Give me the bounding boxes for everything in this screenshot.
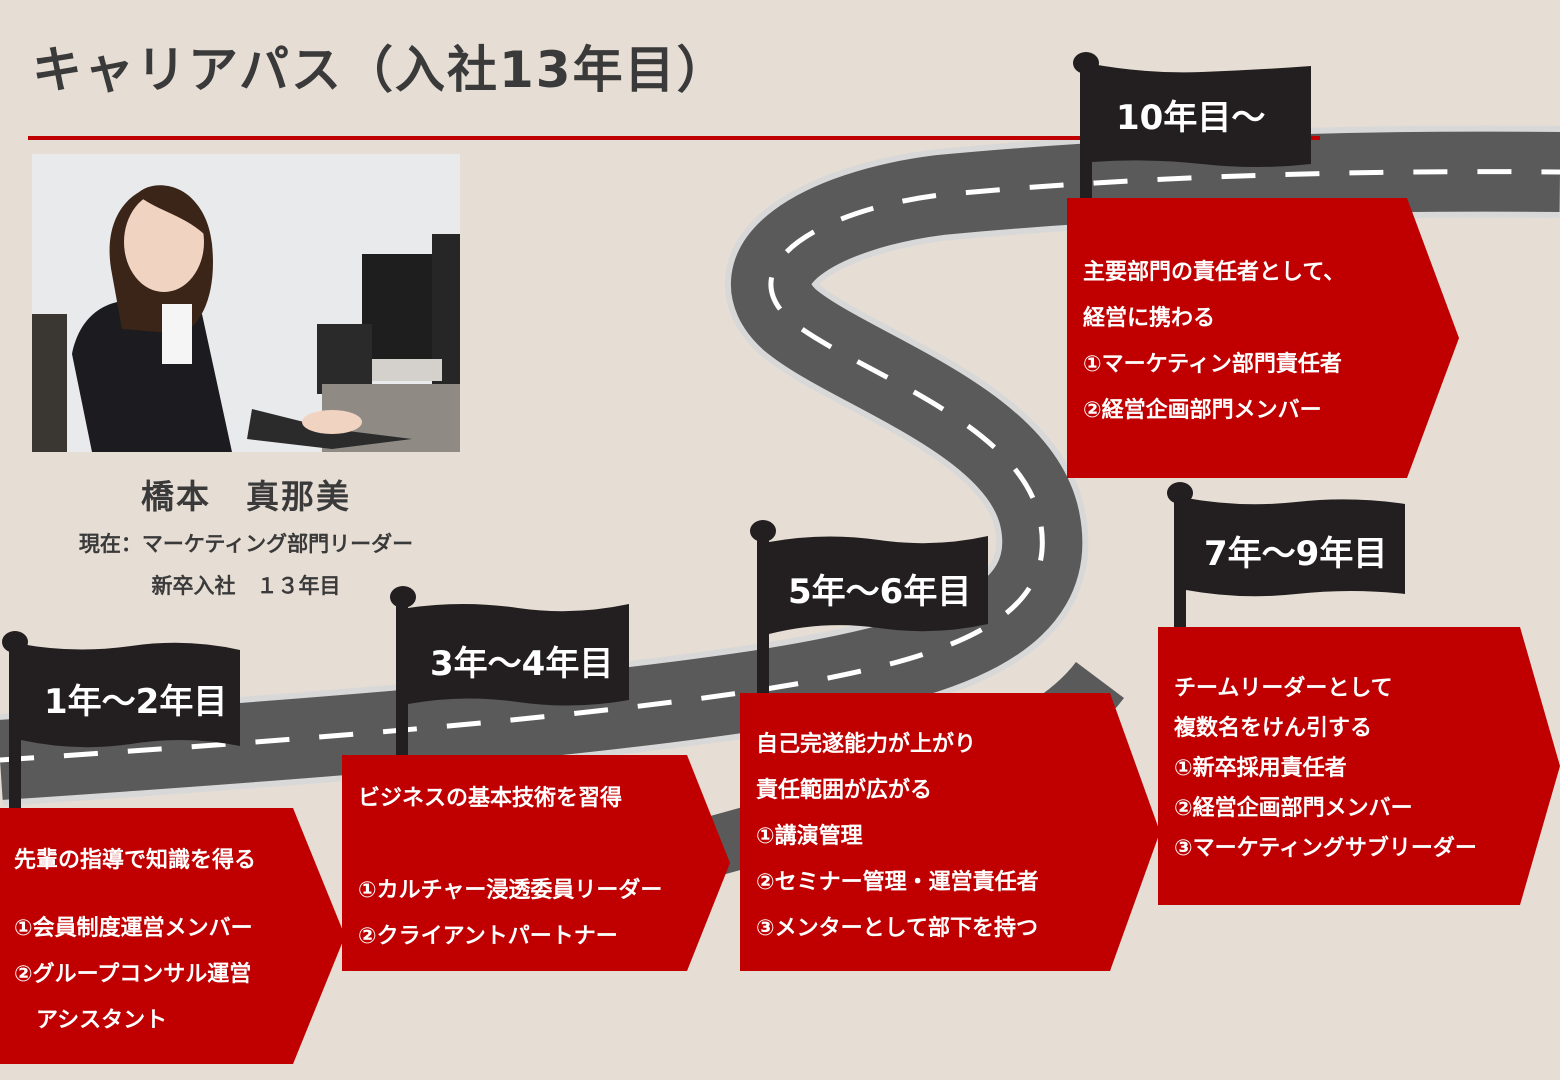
stage-3-flag-label: 5年～6年目 bbox=[788, 572, 972, 612]
flag-icon bbox=[21, 642, 240, 748]
stage-2-flag-label: 3年～4年目 bbox=[430, 644, 614, 684]
stage-2-line: ビジネスの基本技術を習得 bbox=[358, 786, 623, 811]
stage-4-flag-label: 7年～9年目 bbox=[1204, 534, 1388, 574]
stage-3-line: ③メンターとして部下を持つ bbox=[756, 916, 1038, 941]
stage-3-line: 責任範囲が広がる bbox=[756, 778, 933, 803]
stage-4-line: ②経営企画部門メンバー bbox=[1174, 796, 1413, 821]
stage-4-line: チームリーダーとして bbox=[1174, 676, 1393, 701]
stage-4-box-shape bbox=[1158, 627, 1560, 905]
flag-pole-knob-stage-2 bbox=[390, 586, 416, 608]
stage-3-text: 自己完遂能力が上がり 責任範囲が広がる ①講演管理 ②セミナー管理・運営責任者 … bbox=[756, 734, 1039, 940]
flag-pole-stage-1 bbox=[9, 640, 21, 810]
stage-2-text: ビジネスの基本技術を習得 ①カルチャー浸透委員リーダー ②クライアントパートナー bbox=[358, 788, 662, 948]
stage-1-line: 先輩の指導で知識を得る bbox=[14, 848, 257, 873]
office-worker-illustration bbox=[32, 154, 460, 452]
flag-icon bbox=[1092, 64, 1311, 167]
stage-3-line: ①講演管理 bbox=[756, 824, 863, 849]
flag-icon bbox=[769, 536, 988, 634]
stage-2-box-shape bbox=[342, 755, 730, 971]
stage-5-flag-label: 10年目～ bbox=[1116, 98, 1266, 138]
flag-pole-stage-4 bbox=[1174, 492, 1186, 628]
stage-5-line: ①マーケティン部門責任者 bbox=[1083, 352, 1342, 377]
stage-4-line: ①新卒採用責任者 bbox=[1174, 756, 1347, 781]
stage-3-line: ②セミナー管理・運営責任者 bbox=[756, 870, 1039, 895]
stage-1-line: ②グループコンサル運営 bbox=[14, 962, 252, 987]
profile-role: 現在：マーケティング部門リーダー bbox=[78, 532, 414, 556]
flag-pole-knob-stage-3 bbox=[750, 520, 776, 542]
flag-icon bbox=[408, 604, 629, 706]
profile-years: 新卒入社 １３年目 bbox=[151, 574, 341, 598]
stage-2-line: ①カルチャー浸透委員リーダー bbox=[358, 878, 663, 903]
stage-1-flag-label: 1年～2年目 bbox=[44, 682, 228, 722]
stage-1-line: ①会員制度運営メンバー bbox=[14, 916, 253, 941]
stage-2-line bbox=[358, 834, 662, 856]
stage-1-line: アシスタント bbox=[14, 1008, 168, 1033]
title-divider bbox=[28, 136, 1320, 140]
profile-name: 橋本 真那美 bbox=[141, 477, 351, 516]
flag-icon bbox=[1186, 498, 1405, 597]
stage-5-line: 主要部門の責任者として、 bbox=[1083, 260, 1346, 285]
page-title: キャリアパス（入社13年目） bbox=[32, 41, 729, 99]
flag-pole-stage-2 bbox=[396, 598, 408, 756]
stage-4-text: チームリーダーとして 複数名をけん引する ①新卒採用責任者 ②経営企画部門メンバ… bbox=[1174, 678, 1477, 860]
stage-1-box-shape bbox=[0, 808, 345, 1064]
stage-4-line: 複数名をけん引する bbox=[1174, 716, 1373, 741]
flag-pole-stage-3 bbox=[757, 530, 769, 695]
stage-5-line: 経営に携わる bbox=[1083, 306, 1216, 331]
stage-5-box-shape bbox=[1067, 198, 1459, 478]
stage-3-line: 自己完遂能力が上がり bbox=[756, 732, 977, 757]
stage-5-line: ②経営企画部門メンバー bbox=[1083, 398, 1322, 423]
stage-2-line: ②クライアントパートナー bbox=[358, 924, 618, 949]
stage-4-line: ③マーケティングサブリーダー bbox=[1174, 836, 1477, 861]
stage-3-box-shape bbox=[740, 693, 1160, 971]
stage-1-text: 先輩の指導で知識を得る ①会員制度運営メンバー ②グループコンサル運営 アシスタ… bbox=[14, 850, 256, 1032]
flag-pole-stage-5 bbox=[1080, 62, 1092, 202]
profile-photo bbox=[32, 154, 460, 452]
stage-5-text: 主要部門の責任者として、 経営に携わる ①マーケティン部門責任者 ②経営企画部門… bbox=[1083, 262, 1345, 422]
stage-1-line bbox=[14, 896, 256, 918]
